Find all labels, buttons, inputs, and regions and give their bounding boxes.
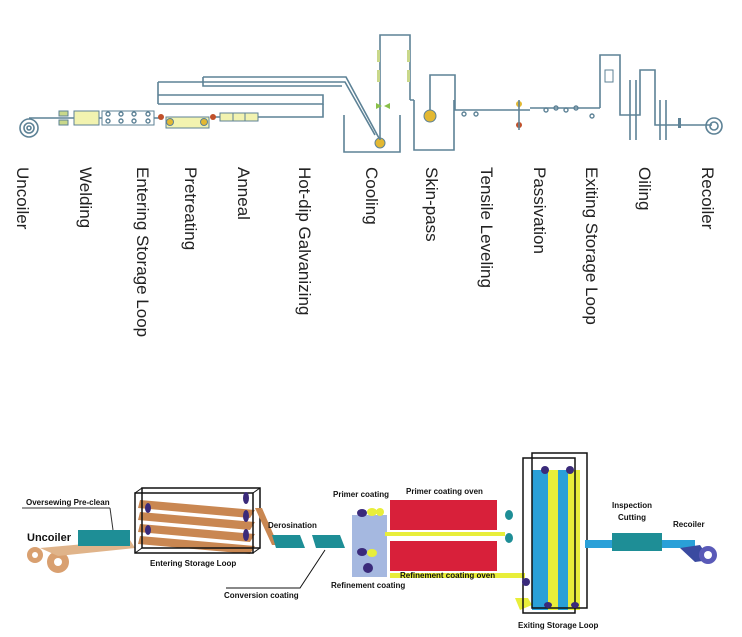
label-entering-loop: Entering Storage Loop bbox=[150, 559, 236, 568]
derosination-tank bbox=[272, 535, 305, 548]
coating-line-diagram bbox=[22, 452, 717, 614]
stage-label-passivation: Passivation bbox=[530, 167, 549, 254]
stage-label-hot-dip-galvanizing: Hot-dip Galvanizing bbox=[295, 167, 314, 315]
strip-line bbox=[410, 74, 600, 111]
stage-label-cooling: Cooling bbox=[362, 167, 381, 225]
exiting-storage-loop-box bbox=[515, 452, 588, 614]
entering-storage-loop bbox=[157, 81, 376, 136]
stage-label-skin-pass: Skin-pass bbox=[422, 167, 441, 242]
oiler-icon bbox=[678, 118, 681, 128]
inspection-cutting-machine bbox=[612, 533, 662, 551]
pretreating-tank bbox=[165, 116, 210, 129]
label-primer-oven: Primer coating oven bbox=[406, 487, 483, 496]
welder-icon bbox=[58, 110, 69, 117]
label-derosination: Derosination bbox=[268, 521, 317, 530]
stage-label-recoiler: Recoiler bbox=[698, 167, 717, 230]
uncoiler-coil-icon bbox=[19, 118, 39, 138]
stage-label-tensile-leveling: Tensile Leveling bbox=[477, 167, 496, 288]
label-cutting: Cutting bbox=[618, 513, 646, 522]
label-recoiler: Recoiler bbox=[673, 520, 705, 529]
oversewing-machine bbox=[78, 530, 130, 546]
refinement-coating-oven bbox=[390, 541, 497, 571]
label-refinement-oven: Refinement coating oven bbox=[400, 571, 495, 580]
stage-label-oiling: Oiling bbox=[635, 167, 654, 210]
label-exiting-loop: Exiting Storage Loop bbox=[518, 621, 599, 630]
skin-pass-tank bbox=[413, 100, 455, 151]
stage-label-uncoiler: Uncoiler bbox=[13, 167, 32, 230]
stage-label-entering-storage-loop: Entering Storage Loop bbox=[133, 167, 152, 337]
label-refinement: Refinement coating bbox=[331, 581, 405, 590]
label-primer: Primer coating bbox=[333, 490, 389, 499]
anneal-furnace bbox=[219, 112, 259, 122]
conversion-coating-tank bbox=[312, 535, 345, 548]
stage-labels: Uncoiler Welding Entering Storage Loop P… bbox=[13, 167, 717, 337]
stage-label-anneal: Anneal bbox=[234, 167, 253, 220]
stage-label-pretreating: Pretreating bbox=[181, 167, 200, 250]
coating-labels: Oversewing Pre-clean Uncoiler Entering S… bbox=[26, 487, 705, 630]
label-uncoiler: Uncoiler bbox=[27, 532, 72, 544]
primer-coating-oven bbox=[390, 500, 497, 530]
cooling-tower bbox=[379, 34, 411, 140]
entering-loop-rollers bbox=[101, 110, 155, 126]
label-inspection: Inspection bbox=[612, 501, 652, 510]
entering-storage-loop-box bbox=[134, 487, 261, 554]
welding-box bbox=[73, 110, 100, 126]
recoiler-coil-icon bbox=[705, 117, 723, 135]
zinc-pot bbox=[343, 115, 401, 153]
roller-icon bbox=[158, 114, 164, 120]
label-conversion: Conversion coating bbox=[224, 591, 299, 600]
stage-label-exiting-storage-loop: Exiting Storage Loop bbox=[582, 167, 601, 325]
label-oversewing: Oversewing Pre-clean bbox=[26, 498, 110, 507]
exiting-storage-loop bbox=[599, 54, 667, 140]
stage-label-welding: Welding bbox=[76, 167, 95, 228]
